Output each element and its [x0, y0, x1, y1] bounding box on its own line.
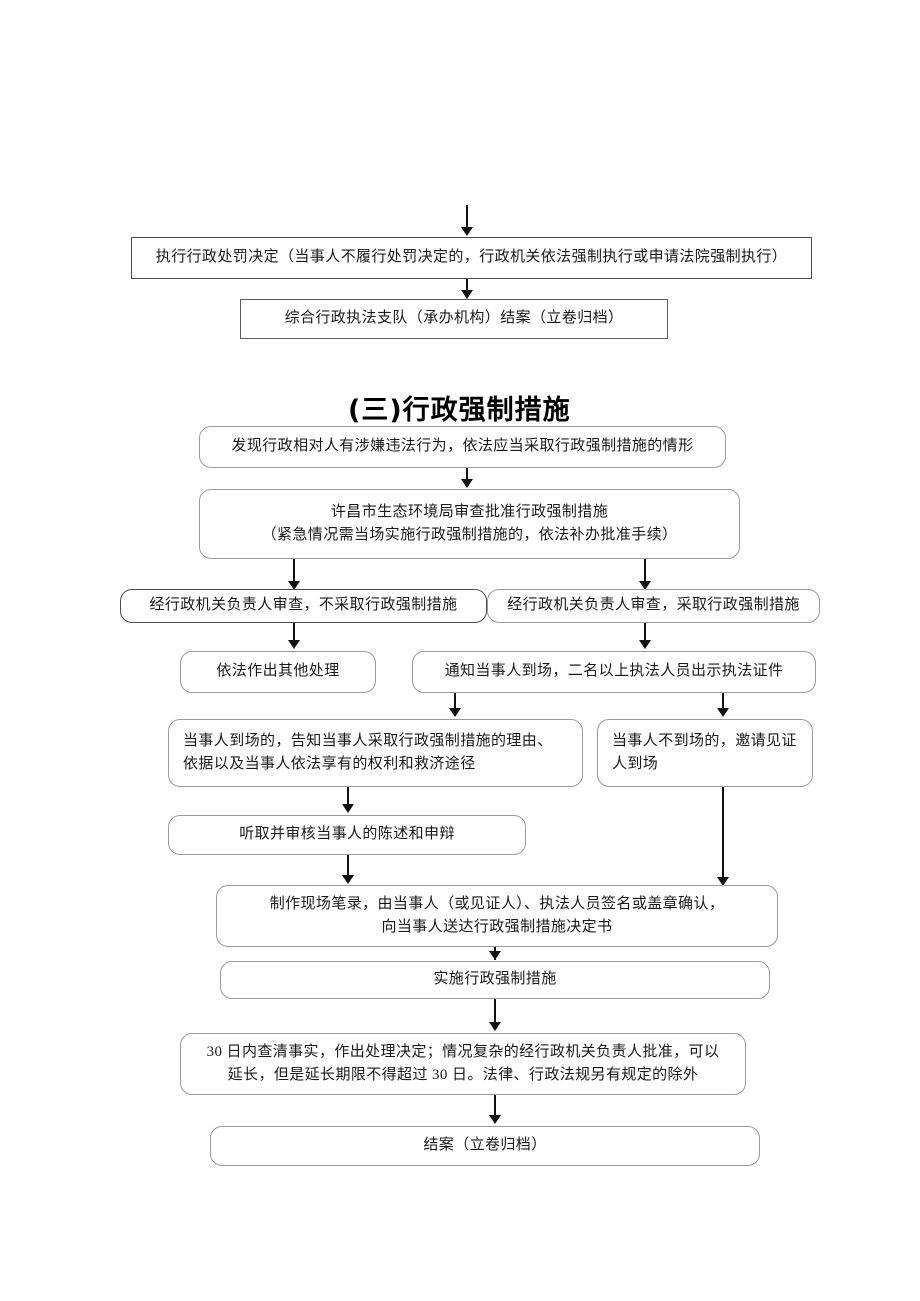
arrow-adopt-to-notify-party-line [644, 623, 646, 642]
arrow-thirty-day-to-close-case-line [494, 1095, 496, 1117]
arrow-thirty-day-to-close-case-head [489, 1115, 501, 1124]
arrow-execute-to-close-case-unit-head [461, 290, 473, 299]
arrow-notify-to-party-absent-head [717, 708, 729, 717]
node-notify-party-present-credentials-label: 通知当事人到场，二名以上执法人员出示执法证件 [444, 663, 784, 680]
node-discover-violation: 发现行政相对人有涉嫌违法行为，依法应当采取行政强制措施的情形 [199, 426, 726, 468]
node-party-present-inform-reasons: 当事人到场的，告知当事人采取行政强制措施的理由、 依据以及当事人依法享有的权利和… [168, 719, 583, 787]
arrow-implement-to-thirty-day-head [489, 1022, 501, 1031]
arrow-hear-statement-to-make-record-line [347, 855, 349, 877]
node-review-adopt-measures-label: 经行政机关负责人审查，采取行政强制措施 [507, 597, 800, 614]
node-notify-party-present-credentials: 通知当事人到场，二名以上执法人员出示执法证件 [412, 651, 816, 693]
node-close-case-archive: 结案（立卷归档） [210, 1126, 760, 1166]
arrow-not-adopt-to-other-handling-head [288, 640, 300, 649]
arrow-notify-to-party-absent-line [722, 693, 724, 710]
arrow-notify-to-party-present-line [454, 693, 456, 710]
arrow-bureau-to-review-adopt-line [644, 559, 646, 583]
arrow-bureau-to-review-not-adopt-head [288, 581, 300, 590]
arrow-implement-to-thirty-day-line [494, 999, 496, 1024]
node-close-case-enforcement-unit: 综合行政执法支队（承办机构）结案（立卷归档） [240, 299, 668, 339]
node-make-on-site-record-label: 制作现场笔录，由当事人（或见证人）、执法人员签名或盖章确认， 向当事人送达行政强… [269, 895, 725, 935]
arrow-party-absent-to-make-record-head [717, 877, 729, 886]
arrow-execute-to-close-case-unit-line [466, 279, 468, 292]
arrow-not-adopt-to-other-handling-line [293, 623, 295, 642]
node-thirty-day-investigation-decision-label: 30 日内查清事实，作出处理决定；情况复杂的经行政机关负责人批准，可以 延长，但… [206, 1043, 720, 1083]
node-execute-penalty-decision: 执行行政处罚决定（当事人不履行处罚决定的，行政机关依法强制执行或申请法院强制执行… [131, 237, 812, 279]
node-close-case-enforcement-unit-label: 综合行政执法支队（承办机构）结案（立卷归档） [284, 310, 624, 327]
node-discover-violation-label: 发现行政相对人有涉嫌违法行为，依法应当采取行政强制措施的情形 [231, 438, 694, 455]
arrow-hear-statement-to-make-record-head [342, 875, 354, 884]
node-bureau-review-approval-label: 许昌市生态环境局审查批准行政强制措施 （紧急情况需当场实施行政强制措施的，依法补… [261, 503, 678, 543]
node-party-absent-invite-witness-label: 当事人不到场的，邀请见证 人到场 [612, 732, 797, 772]
node-execute-penalty-decision-label: 执行行政处罚决定（当事人不履行处罚决定的，行政机关依法强制执行或申请法院强制执行… [155, 249, 788, 266]
arrow-discover-to-bureau-approval-head [461, 479, 473, 488]
arrow-make-record-to-implement-head [489, 951, 501, 960]
arrow-party-present-to-hear-statement-head [342, 804, 354, 813]
arrow-adopt-to-notify-party-head [639, 640, 651, 649]
section-title: (三)行政强制措施 [348, 395, 571, 426]
arrow-party-absent-to-make-record-line [722, 787, 724, 879]
arrow-notify-to-party-present-head [449, 708, 461, 717]
node-party-present-inform-reasons-label: 当事人到场的，告知当事人采取行政强制措施的理由、 依据以及当事人依法享有的权利和… [183, 732, 553, 772]
node-bureau-review-approval: 许昌市生态环境局审查批准行政强制措施 （紧急情况需当场实施行政强制措施的，依法补… [199, 489, 740, 559]
node-review-adopt-measures: 经行政机关负责人审查，采取行政强制措施 [487, 589, 820, 623]
node-other-lawful-handling: 依法作出其他处理 [180, 651, 376, 693]
arrow-bureau-to-review-not-adopt-line [293, 559, 295, 583]
arrow-into-execute-penalty-head [461, 227, 473, 236]
arrow-into-execute-penalty-line [466, 205, 468, 229]
node-review-not-adopt-measures-label: 经行政机关负责人审查，不采取行政强制措施 [149, 597, 458, 614]
node-hear-statement-and-defense: 听取并审核当事人的陈述和申辩 [168, 815, 526, 855]
node-other-lawful-handling-label: 依法作出其他处理 [216, 663, 340, 680]
arrow-bureau-to-review-adopt-head [639, 581, 651, 590]
node-close-case-archive-label: 结案（立卷归档） [423, 1137, 547, 1154]
arrow-discover-to-bureau-approval-line [466, 468, 468, 481]
node-make-on-site-record: 制作现场笔录，由当事人（或见证人）、执法人员签名或盖章确认， 向当事人送达行政强… [216, 885, 778, 947]
node-review-not-adopt-measures: 经行政机关负责人审查，不采取行政强制措施 [120, 589, 487, 623]
arrow-party-present-to-hear-statement-line [347, 787, 349, 806]
node-party-absent-invite-witness: 当事人不到场的，邀请见证 人到场 [597, 719, 813, 787]
node-implement-compulsory-measures-label: 实施行政强制措施 [433, 971, 557, 988]
node-implement-compulsory-measures: 实施行政强制措施 [220, 961, 770, 999]
node-thirty-day-investigation-decision: 30 日内查清事实，作出处理决定；情况复杂的经行政机关负责人批准，可以 延长，但… [180, 1033, 746, 1095]
node-hear-statement-and-defense-label: 听取并审核当事人的陈述和申辩 [239, 826, 455, 843]
